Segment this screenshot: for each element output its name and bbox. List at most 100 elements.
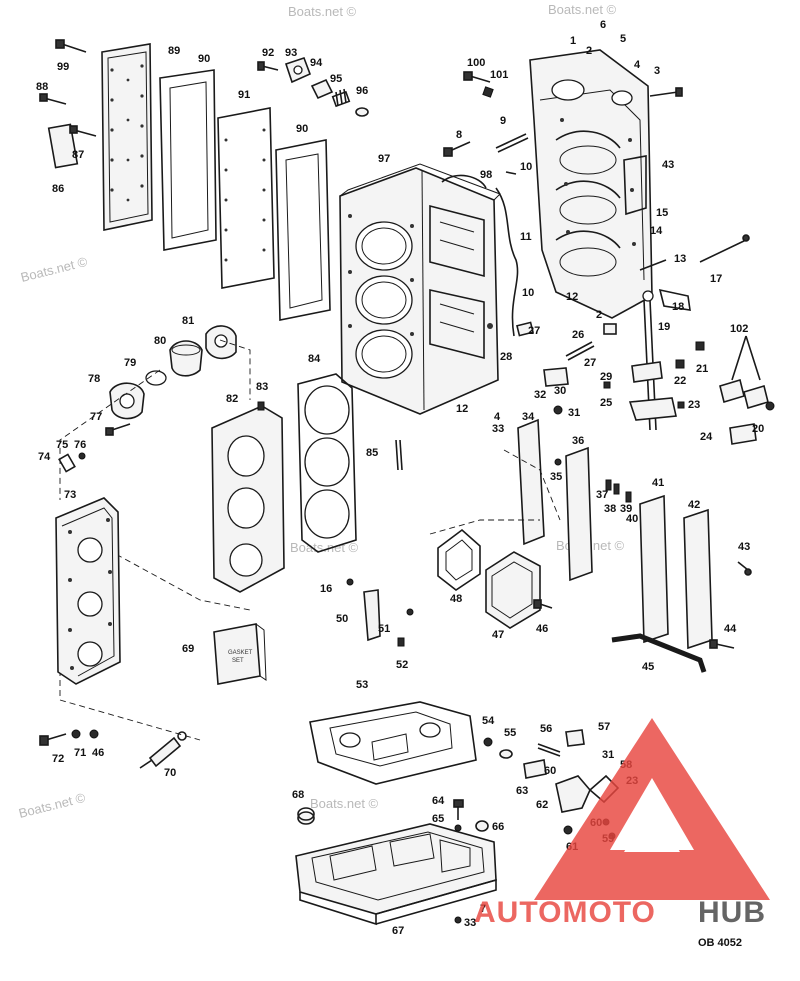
- exhaust-gasket-90b: [275, 139, 331, 321]
- callout: 96: [356, 85, 368, 97]
- callout: 90: [198, 53, 210, 65]
- callout: 66: [492, 821, 504, 833]
- brand-name-primary: AUTOMOTO: [474, 896, 656, 929]
- callout: 39: [620, 503, 632, 515]
- pin-85: [395, 439, 403, 471]
- callout: 18: [672, 301, 684, 313]
- callout: 78: [88, 373, 100, 385]
- callout: 27: [584, 357, 596, 369]
- callout: 51: [378, 623, 390, 635]
- callout: 3: [654, 65, 660, 77]
- callout: 97: [378, 153, 390, 165]
- callout: 9: [500, 115, 506, 127]
- bolt-77: [105, 423, 131, 436]
- bypass-covers-group: [429, 418, 752, 673]
- callout: 45: [642, 661, 654, 673]
- cylinder-head-group: [59, 325, 403, 741]
- callout: 82: [226, 393, 238, 405]
- callout: 54: [482, 715, 495, 727]
- callout: 32: [534, 389, 546, 401]
- callout: 57: [598, 721, 610, 733]
- callout: 73: [64, 489, 76, 501]
- plate-86: [47, 123, 79, 169]
- callout: 98: [480, 169, 492, 181]
- stud-9: [495, 133, 529, 153]
- callout: 6: [600, 19, 606, 31]
- callout: 65: [432, 813, 444, 825]
- callout: 43: [662, 159, 674, 171]
- callout: 99: [57, 61, 69, 73]
- callout: 84: [308, 353, 321, 365]
- head-gasket-84: [297, 373, 357, 553]
- cover-34: [517, 418, 545, 546]
- callout: 41: [652, 477, 664, 489]
- bolt-43: [737, 561, 752, 576]
- exhaust-cover-group: [39, 39, 331, 321]
- callout: 47: [492, 629, 504, 641]
- callout: 76: [74, 439, 86, 451]
- adapter-plate-67: [295, 799, 497, 926]
- watermark: Boats.net ©: [548, 2, 617, 17]
- base-gasket-53: [309, 701, 477, 785]
- callout: 23: [688, 399, 700, 411]
- bolt-64: [453, 799, 464, 820]
- callout: 86: [52, 183, 64, 195]
- watermark: Boats.net ©: [17, 790, 87, 821]
- callout: 100: [467, 57, 485, 69]
- svg-text:SET: SET: [232, 658, 244, 664]
- bolt-87: [69, 125, 97, 137]
- bypass-valve-group: [257, 56, 369, 117]
- brand-logo: AUTOMOTO HUB: [474, 718, 770, 929]
- callout: 36: [572, 435, 584, 447]
- callout: 22: [674, 375, 686, 387]
- callout: 10: [522, 287, 534, 299]
- callout: 43: [738, 541, 750, 553]
- callout: 34: [522, 411, 535, 423]
- callout: 16: [320, 583, 332, 595]
- watermark: Boats.net ©: [310, 796, 379, 811]
- callout: 12: [566, 291, 578, 303]
- callout: 31: [602, 749, 614, 761]
- fitting-68: [297, 807, 315, 825]
- callout: 12: [456, 403, 468, 415]
- callout: 42: [688, 499, 700, 511]
- callout: 95: [330, 73, 342, 85]
- callout: 10: [520, 161, 532, 173]
- callout: 28: [500, 351, 512, 363]
- seal-79: [145, 370, 167, 386]
- callout: 94: [310, 57, 323, 69]
- callout: 50: [336, 613, 348, 625]
- callout: 46: [536, 623, 548, 635]
- callout: 102: [730, 323, 748, 335]
- callout: 72: [52, 753, 64, 765]
- callout: 8: [456, 129, 462, 141]
- callout-labels: 99 89 90 92 93 94 95 96 88 87 86 91 90 1…: [36, 19, 764, 937]
- callout: 63: [516, 785, 528, 797]
- brand-name-secondary: HUB: [698, 896, 766, 929]
- cylinder-block: [339, 133, 529, 415]
- callout: 35: [550, 471, 562, 483]
- callout: 77: [90, 411, 102, 423]
- callout: 44: [724, 623, 737, 635]
- bolt-99: [55, 39, 87, 53]
- bolt-8: [443, 141, 471, 157]
- bolt-46: [533, 599, 553, 609]
- callout: 48: [450, 593, 462, 605]
- callout: 62: [536, 799, 548, 811]
- watermark: Boats.net ©: [288, 4, 357, 19]
- callout: 13: [674, 253, 686, 265]
- callout: 37: [596, 489, 608, 501]
- callout: 70: [164, 767, 176, 779]
- callout: 87: [72, 149, 84, 161]
- cover-42: [683, 508, 713, 650]
- callout: 27: [528, 325, 540, 337]
- cover-40: [639, 494, 669, 644]
- exhaust-gasket-90: [159, 69, 217, 251]
- callout: 74: [38, 451, 51, 463]
- manifold-group: [437, 528, 553, 629]
- brand-triangle-icon: [534, 718, 770, 900]
- callout: 7: [480, 903, 486, 915]
- callout: 38: [604, 503, 616, 515]
